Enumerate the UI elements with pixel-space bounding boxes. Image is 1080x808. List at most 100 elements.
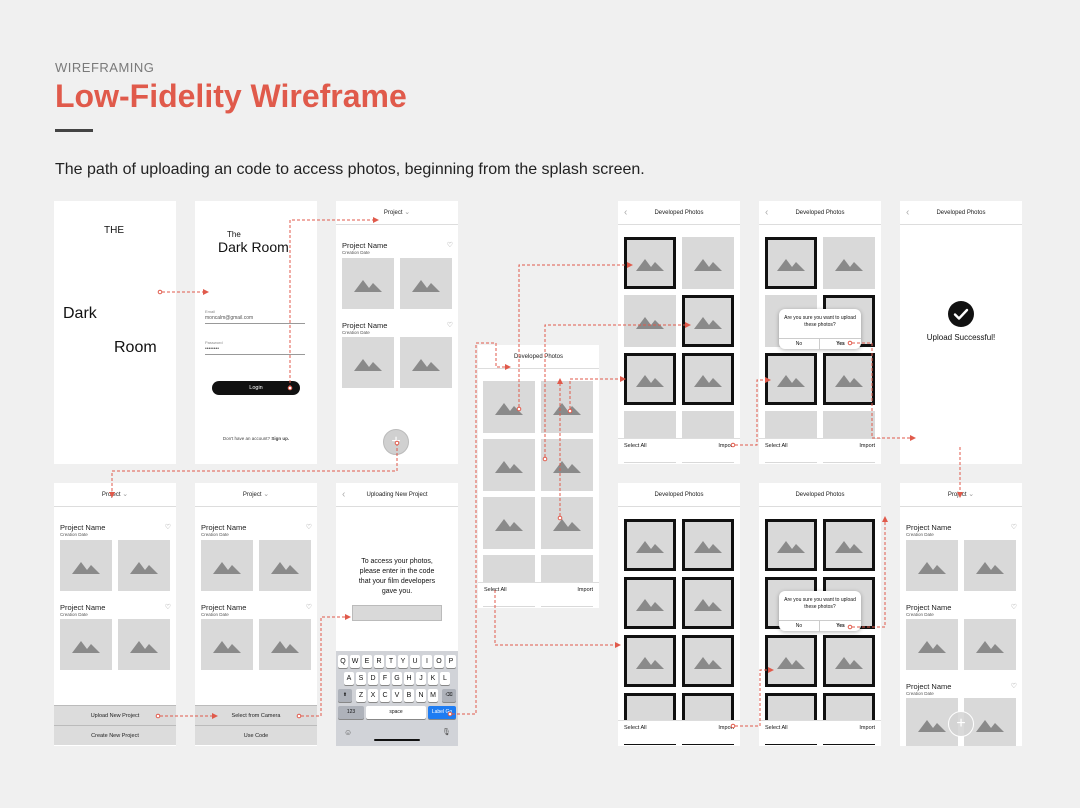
go-key[interactable]: Label Go	[428, 706, 456, 719]
photo-thumbnail[interactable]	[259, 619, 311, 670]
heart-icon[interactable]: ♡	[164, 524, 171, 531]
photo-thumbnail-selected[interactable]	[624, 519, 676, 571]
photo-thumbnail-selected[interactable]	[682, 519, 734, 571]
photo-thumbnail[interactable]	[60, 540, 112, 591]
photo-thumbnail[interactable]	[483, 381, 535, 433]
key-a[interactable]: A	[344, 672, 354, 685]
key-k[interactable]: K	[428, 672, 438, 685]
key-d[interactable]: D	[368, 672, 378, 685]
key-i[interactable]: I	[422, 655, 432, 668]
numbers-key[interactable]: 123	[338, 706, 364, 719]
heart-icon[interactable]: ♡	[446, 242, 453, 249]
project-name[interactable]: Project Name	[201, 603, 247, 612]
no-button[interactable]: No	[779, 339, 820, 350]
chevron-down-icon[interactable]: ⌄	[263, 491, 270, 498]
photo-thumbnail-selected[interactable]	[682, 577, 734, 629]
project-name[interactable]: Project Name	[342, 241, 388, 250]
add-project-button[interactable]: +	[383, 429, 409, 455]
select-all-button[interactable]: Select All	[624, 443, 647, 449]
photo-thumbnail-selected[interactable]	[624, 635, 676, 687]
space-key[interactable]: space	[366, 706, 426, 719]
photo-thumbnail[interactable]	[483, 497, 535, 549]
key-z[interactable]: Z	[356, 689, 366, 702]
photo-thumbnail[interactable]	[118, 540, 170, 591]
key-c[interactable]: C	[380, 689, 390, 702]
password-field[interactable]: ••••••••	[205, 346, 220, 352]
photo-thumbnail[interactable]	[541, 439, 593, 491]
photo-thumbnail[interactable]	[906, 540, 958, 591]
header-title[interactable]: Project	[947, 492, 967, 498]
photo-thumbnail[interactable]	[964, 540, 1016, 591]
project-name[interactable]: Project Name	[906, 682, 952, 691]
photo-thumbnail[interactable]	[682, 237, 734, 289]
photo-thumbnail[interactable]	[906, 619, 958, 670]
import-button[interactable]: Import	[859, 725, 875, 731]
photo-thumbnail[interactable]	[541, 381, 593, 433]
photo-thumbnail-selected[interactable]	[624, 353, 676, 405]
chevron-down-icon[interactable]: ⌄	[122, 491, 129, 498]
key-e[interactable]: E	[362, 655, 372, 668]
photo-thumbnail[interactable]	[483, 439, 535, 491]
chevron-left-icon[interactable]: ‹	[765, 207, 769, 218]
key-b[interactable]: B	[404, 689, 414, 702]
photo-thumbnail[interactable]	[118, 619, 170, 670]
header-title[interactable]: Project	[101, 492, 121, 498]
photo-thumbnail-selected[interactable]	[682, 635, 734, 687]
key-u[interactable]: U	[410, 655, 420, 668]
heart-icon[interactable]: ♡	[164, 604, 171, 611]
photo-thumbnail-selected[interactable]	[823, 519, 875, 571]
photo-thumbnail[interactable]	[201, 540, 253, 591]
select-all-button[interactable]: Select All	[624, 725, 647, 731]
photo-thumbnail-selected[interactable]	[682, 295, 734, 347]
photo-thumbnail[interactable]	[964, 619, 1016, 670]
key-t[interactable]: T	[386, 655, 396, 668]
photo-thumbnail[interactable]	[201, 619, 253, 670]
photo-thumbnail-selected[interactable]	[624, 237, 676, 289]
chevron-left-icon[interactable]: ‹	[906, 207, 910, 218]
chevron-down-icon[interactable]: ⌄	[404, 209, 411, 216]
select-all-button[interactable]: Select All	[765, 725, 788, 731]
key-x[interactable]: X	[368, 689, 378, 702]
key-o[interactable]: O	[434, 655, 444, 668]
heart-icon[interactable]: ♡	[1010, 604, 1017, 611]
project-name[interactable]: Project Name	[342, 321, 388, 330]
heart-icon[interactable]: ♡	[446, 322, 453, 329]
project-name[interactable]: Project Name	[201, 523, 247, 532]
photo-thumbnail-selected[interactable]	[765, 237, 817, 289]
microphone-icon[interactable]: 🎙	[442, 729, 451, 736]
yes-button[interactable]: Yes	[836, 623, 845, 629]
heart-icon[interactable]: ♡	[1010, 524, 1017, 531]
import-button[interactable]: Import	[577, 587, 593, 593]
use-code-button[interactable]: Use Code	[195, 725, 317, 745]
login-button[interactable]: Login	[212, 381, 300, 395]
emoji-icon[interactable]: ☺	[344, 728, 353, 737]
key-n[interactable]: N	[416, 689, 426, 702]
key-y[interactable]: Y	[398, 655, 408, 668]
key-r[interactable]: R	[374, 655, 384, 668]
heart-icon[interactable]: ♡	[1010, 683, 1017, 690]
photo-thumbnail[interactable]	[259, 540, 311, 591]
select-all-button[interactable]: Select All	[765, 443, 788, 449]
header-title[interactable]: Project	[242, 492, 262, 498]
photo-thumbnail[interactable]	[60, 619, 112, 670]
upload-new-project-button[interactable]: Upload New Project	[54, 705, 176, 725]
header-title[interactable]: Project	[383, 210, 403, 216]
photo-thumbnail-selected[interactable]	[765, 635, 817, 687]
photo-thumbnail[interactable]	[400, 337, 452, 388]
heart-icon[interactable]: ♡	[305, 524, 312, 531]
key-q[interactable]: Q	[338, 655, 348, 668]
signup-link[interactable]: Sign up.	[271, 436, 290, 441]
project-name[interactable]: Project Name	[60, 603, 106, 612]
key-s[interactable]: S	[356, 672, 366, 685]
code-input[interactable]	[352, 605, 442, 621]
add-project-button[interactable]: +	[948, 711, 974, 737]
chevron-down-icon[interactable]: ⌄	[968, 491, 975, 498]
key-h[interactable]: H	[404, 672, 414, 685]
photo-thumbnail[interactable]	[342, 258, 394, 309]
key-w[interactable]: W	[350, 655, 360, 668]
project-name[interactable]: Project Name	[906, 603, 952, 612]
key-f[interactable]: F	[380, 672, 390, 685]
shift-key[interactable]: ⬆	[338, 689, 352, 702]
chevron-left-icon[interactable]: ‹	[624, 207, 628, 218]
photo-thumbnail[interactable]	[541, 497, 593, 549]
